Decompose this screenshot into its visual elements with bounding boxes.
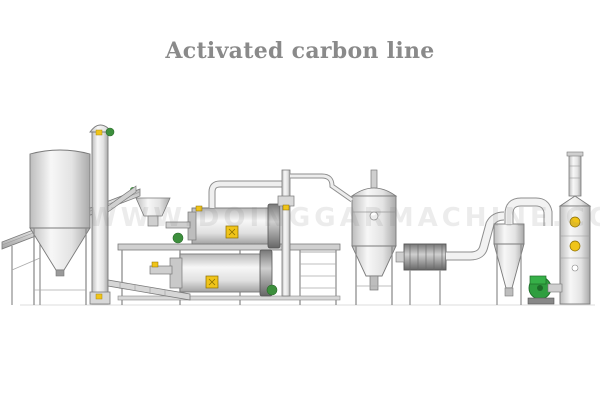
lower-kiln-motor-icon bbox=[266, 284, 278, 296]
scrubber-tower bbox=[547, 151, 592, 305]
induced-draft-fan bbox=[527, 275, 555, 305]
raw-material-silo bbox=[29, 149, 91, 305]
condenser-tower bbox=[290, 169, 398, 305]
upper-rotary-kiln bbox=[165, 169, 295, 297]
elevator-indicator-icon bbox=[95, 129, 103, 136]
cyclone-separator bbox=[493, 197, 553, 305]
feed-hopper bbox=[135, 197, 171, 227]
lower-rotary-kiln bbox=[107, 249, 278, 301]
bucket-elevator bbox=[89, 124, 137, 305]
screw-conveyor bbox=[107, 279, 191, 301]
heat-exchanger-drum bbox=[395, 211, 505, 305]
scrubber-indicator-icon bbox=[569, 216, 581, 228]
elevator-motor-icon bbox=[105, 127, 115, 137]
diagram-title: Activated carbon line bbox=[165, 38, 435, 64]
watermark-text: WWW.DOINGGARMACHINE.COM bbox=[88, 203, 600, 233]
upper-kiln-motor-icon bbox=[172, 232, 184, 244]
